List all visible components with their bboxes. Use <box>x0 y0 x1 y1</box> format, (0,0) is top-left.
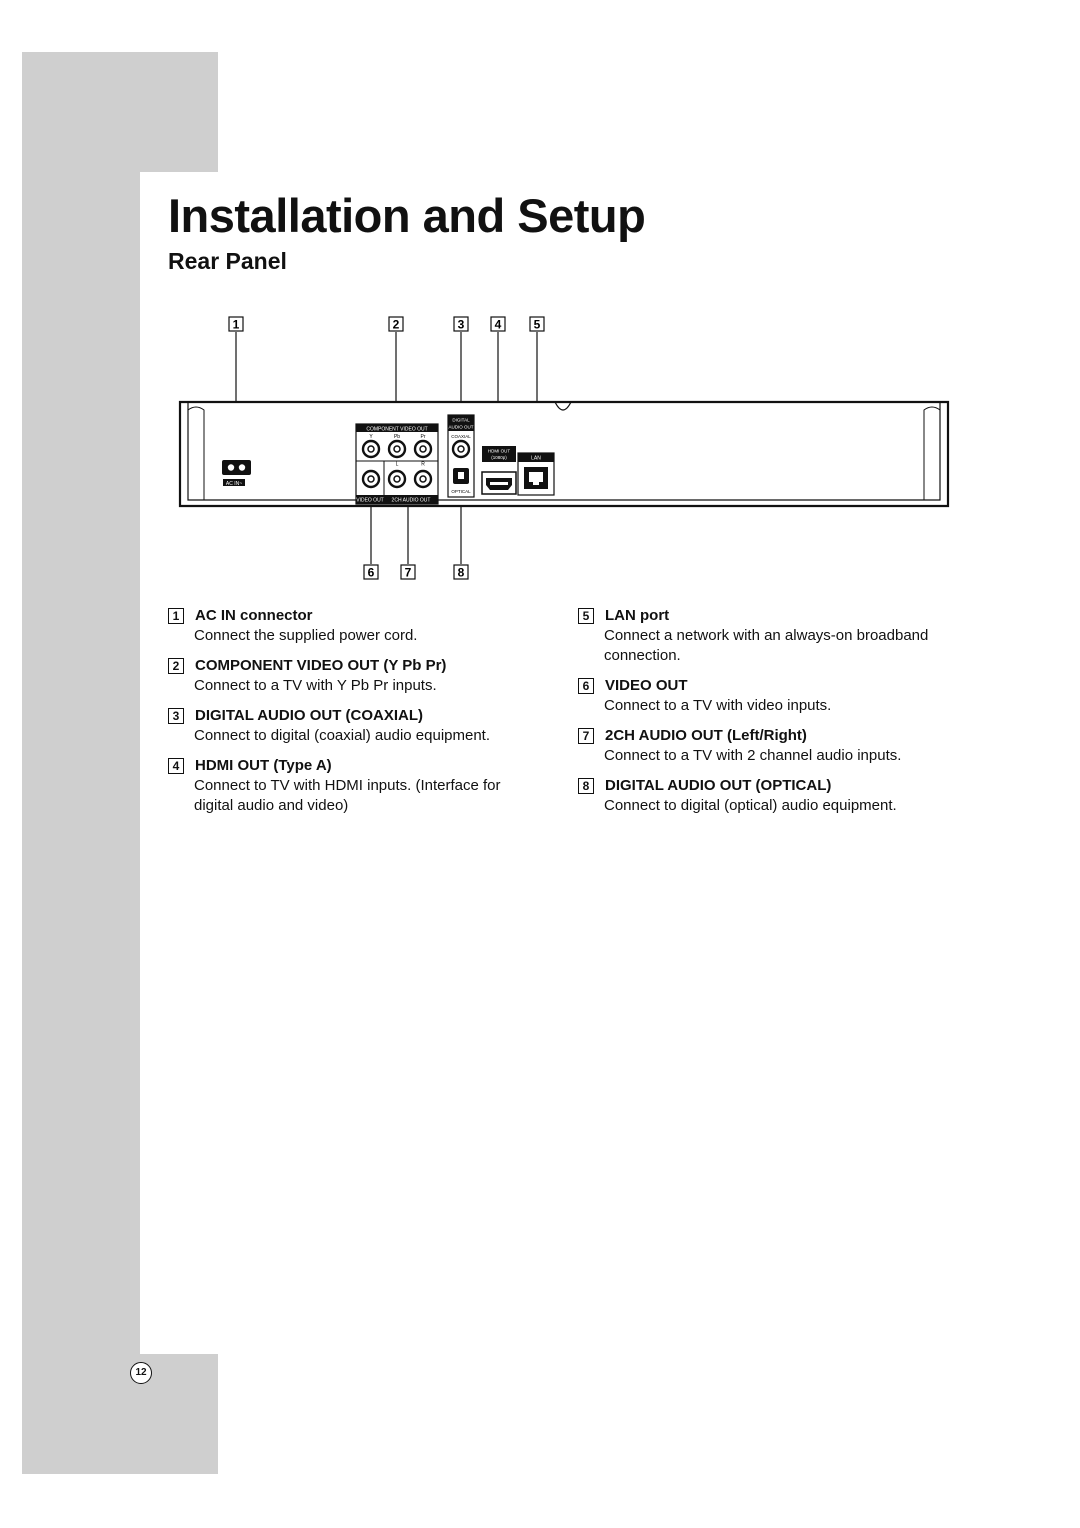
item-number-badge: 2 <box>168 658 184 674</box>
item-description: Connect to digital (optical) audio equip… <box>604 797 897 814</box>
item-title: AC IN connector <box>195 607 313 624</box>
legend-item-video-out: 6 VIDEO OUT Connect to a TV with video i… <box>578 676 938 716</box>
callout-4: 4 <box>490 316 506 332</box>
component-video-out-block: COMPONENT VIDEO OUT Y Pb Pr L R VIDEO OU… <box>355 423 439 505</box>
svg-text:DIGITAL: DIGITAL <box>452 418 470 423</box>
section-title: Rear Panel <box>168 248 287 274</box>
item-number-badge: 7 <box>578 728 594 744</box>
rca-jacks <box>361 439 433 489</box>
svg-text:2CH AUDIO OUT: 2CH AUDIO OUT <box>392 498 431 504</box>
device-rear-panel <box>178 400 950 508</box>
item-title: VIDEO OUT <box>605 677 688 694</box>
item-description: Connect to a TV with video inputs. <box>604 697 832 714</box>
svg-text:AUDIO OUT: AUDIO OUT <box>448 425 473 430</box>
callout-7: 7 <box>400 564 416 580</box>
svg-text:8: 8 <box>458 566 465 580</box>
item-title: DIGITAL AUDIO OUT (OPTICAL) <box>605 777 832 794</box>
item-title: COMPONENT VIDEO OUT (Y Pb Pr) <box>195 657 447 674</box>
item-number-badge: 8 <box>578 778 594 794</box>
svg-text:7: 7 <box>405 566 412 580</box>
page-title: Installation and Setup <box>168 189 646 242</box>
legend-column-right: 5 LAN port Connect a network with an alw… <box>578 606 938 826</box>
svg-text:L: L <box>396 462 399 468</box>
callout-1: 1 <box>228 316 244 332</box>
svg-text:3: 3 <box>458 318 465 332</box>
item-number-badge: 1 <box>168 608 184 624</box>
page-number: 12 <box>130 1362 152 1384</box>
svg-text:COMPONENT VIDEO OUT: COMPONENT VIDEO OUT <box>366 427 427 433</box>
svg-text:AC IN~: AC IN~ <box>226 481 242 487</box>
svg-text:6: 6 <box>368 566 375 580</box>
svg-text:OPTICAL: OPTICAL <box>451 489 471 494</box>
legend-item-2ch-audio-out: 7 2CH AUDIO OUT (Left/Right) Connect to … <box>578 726 938 766</box>
item-number-badge: 4 <box>168 758 184 774</box>
callout-2: 2 <box>388 316 404 332</box>
callout-8: 8 <box>453 564 469 580</box>
lan-port: LAN <box>517 452 555 496</box>
svg-text:2: 2 <box>393 318 400 332</box>
svg-text:Pb: Pb <box>394 434 400 440</box>
legend-item-component-video-out: 2 COMPONENT VIDEO OUT (Y Pb Pr) Connect … <box>168 656 528 696</box>
item-description: Connect a network with an always-on broa… <box>604 627 929 664</box>
legend-column-left: 1 AC IN connector Connect the supplied p… <box>168 606 528 826</box>
svg-text:Pr: Pr <box>421 434 426 440</box>
svg-text:4: 4 <box>495 318 502 332</box>
svg-text:(1080p): (1080p) <box>491 455 507 460</box>
item-title: HDMI OUT (Type A) <box>195 757 332 774</box>
item-title: LAN port <box>605 607 670 624</box>
callout-6: 6 <box>363 564 379 580</box>
margin-band-left <box>22 52 140 1474</box>
legend-item-hdmi-out: 4 HDMI OUT (Type A) Connect to TV with H… <box>168 756 528 816</box>
svg-text:HDMI OUT: HDMI OUT <box>488 449 510 454</box>
item-description: Connect to a TV with 2 channel audio inp… <box>604 747 902 764</box>
rca-jack-pb <box>387 439 407 459</box>
rca-jack-video <box>361 469 381 489</box>
svg-text:5: 5 <box>534 318 541 332</box>
svg-text:COAXIAL: COAXIAL <box>451 434 471 439</box>
item-title: DIGITAL AUDIO OUT (COAXIAL) <box>195 707 424 724</box>
svg-text:LAN: LAN <box>531 456 541 462</box>
rca-jack-pr <box>413 439 433 459</box>
svg-text:Y: Y <box>369 434 373 440</box>
callout-3: 3 <box>453 316 469 332</box>
rca-jack-y <box>361 439 381 459</box>
item-description: Connect to TV with HDMI inputs. (Interfa… <box>194 777 501 814</box>
hdmi-out-port: HDMI OUT (1080p) <box>481 446 517 495</box>
item-description: Connect to digital (coaxial) audio equip… <box>194 727 491 744</box>
item-title: 2CH AUDIO OUT (Left/Right) <box>605 727 807 744</box>
item-number-badge: 6 <box>578 678 594 694</box>
legend-item-digital-audio-coaxial: 3 DIGITAL AUDIO OUT (COAXIAL) Connect to… <box>168 706 528 746</box>
item-description: Connect to a TV with Y Pb Pr inputs. <box>194 677 437 694</box>
rca-jack-audio-r <box>413 469 433 489</box>
legend-item-lan-port: 5 LAN port Connect a network with an alw… <box>578 606 938 666</box>
rear-panel-diagram: 1 2 3 4 5 6 7 8 AC IN~ <box>178 316 950 580</box>
item-number-badge: 5 <box>578 608 594 624</box>
digital-audio-out-block: DIGITAL AUDIO OUT COAXIAL OPTICAL <box>447 414 475 498</box>
svg-text:R: R <box>421 462 425 468</box>
svg-text:VIDEO OUT: VIDEO OUT <box>356 498 384 504</box>
legend-item-digital-audio-optical: 8 DIGITAL AUDIO OUT (OPTICAL) Connect to… <box>578 776 938 816</box>
item-description: Connect the supplied power cord. <box>194 627 418 644</box>
ac-in-connector: AC IN~ <box>222 460 251 487</box>
legend-item-ac-in: 1 AC IN connector Connect the supplied p… <box>168 606 528 646</box>
svg-text:1: 1 <box>233 318 240 332</box>
margin-tab-bottom <box>22 1354 218 1474</box>
item-number-badge: 3 <box>168 708 184 724</box>
callout-5: 5 <box>529 316 545 332</box>
rca-jack-audio-l <box>387 469 407 489</box>
